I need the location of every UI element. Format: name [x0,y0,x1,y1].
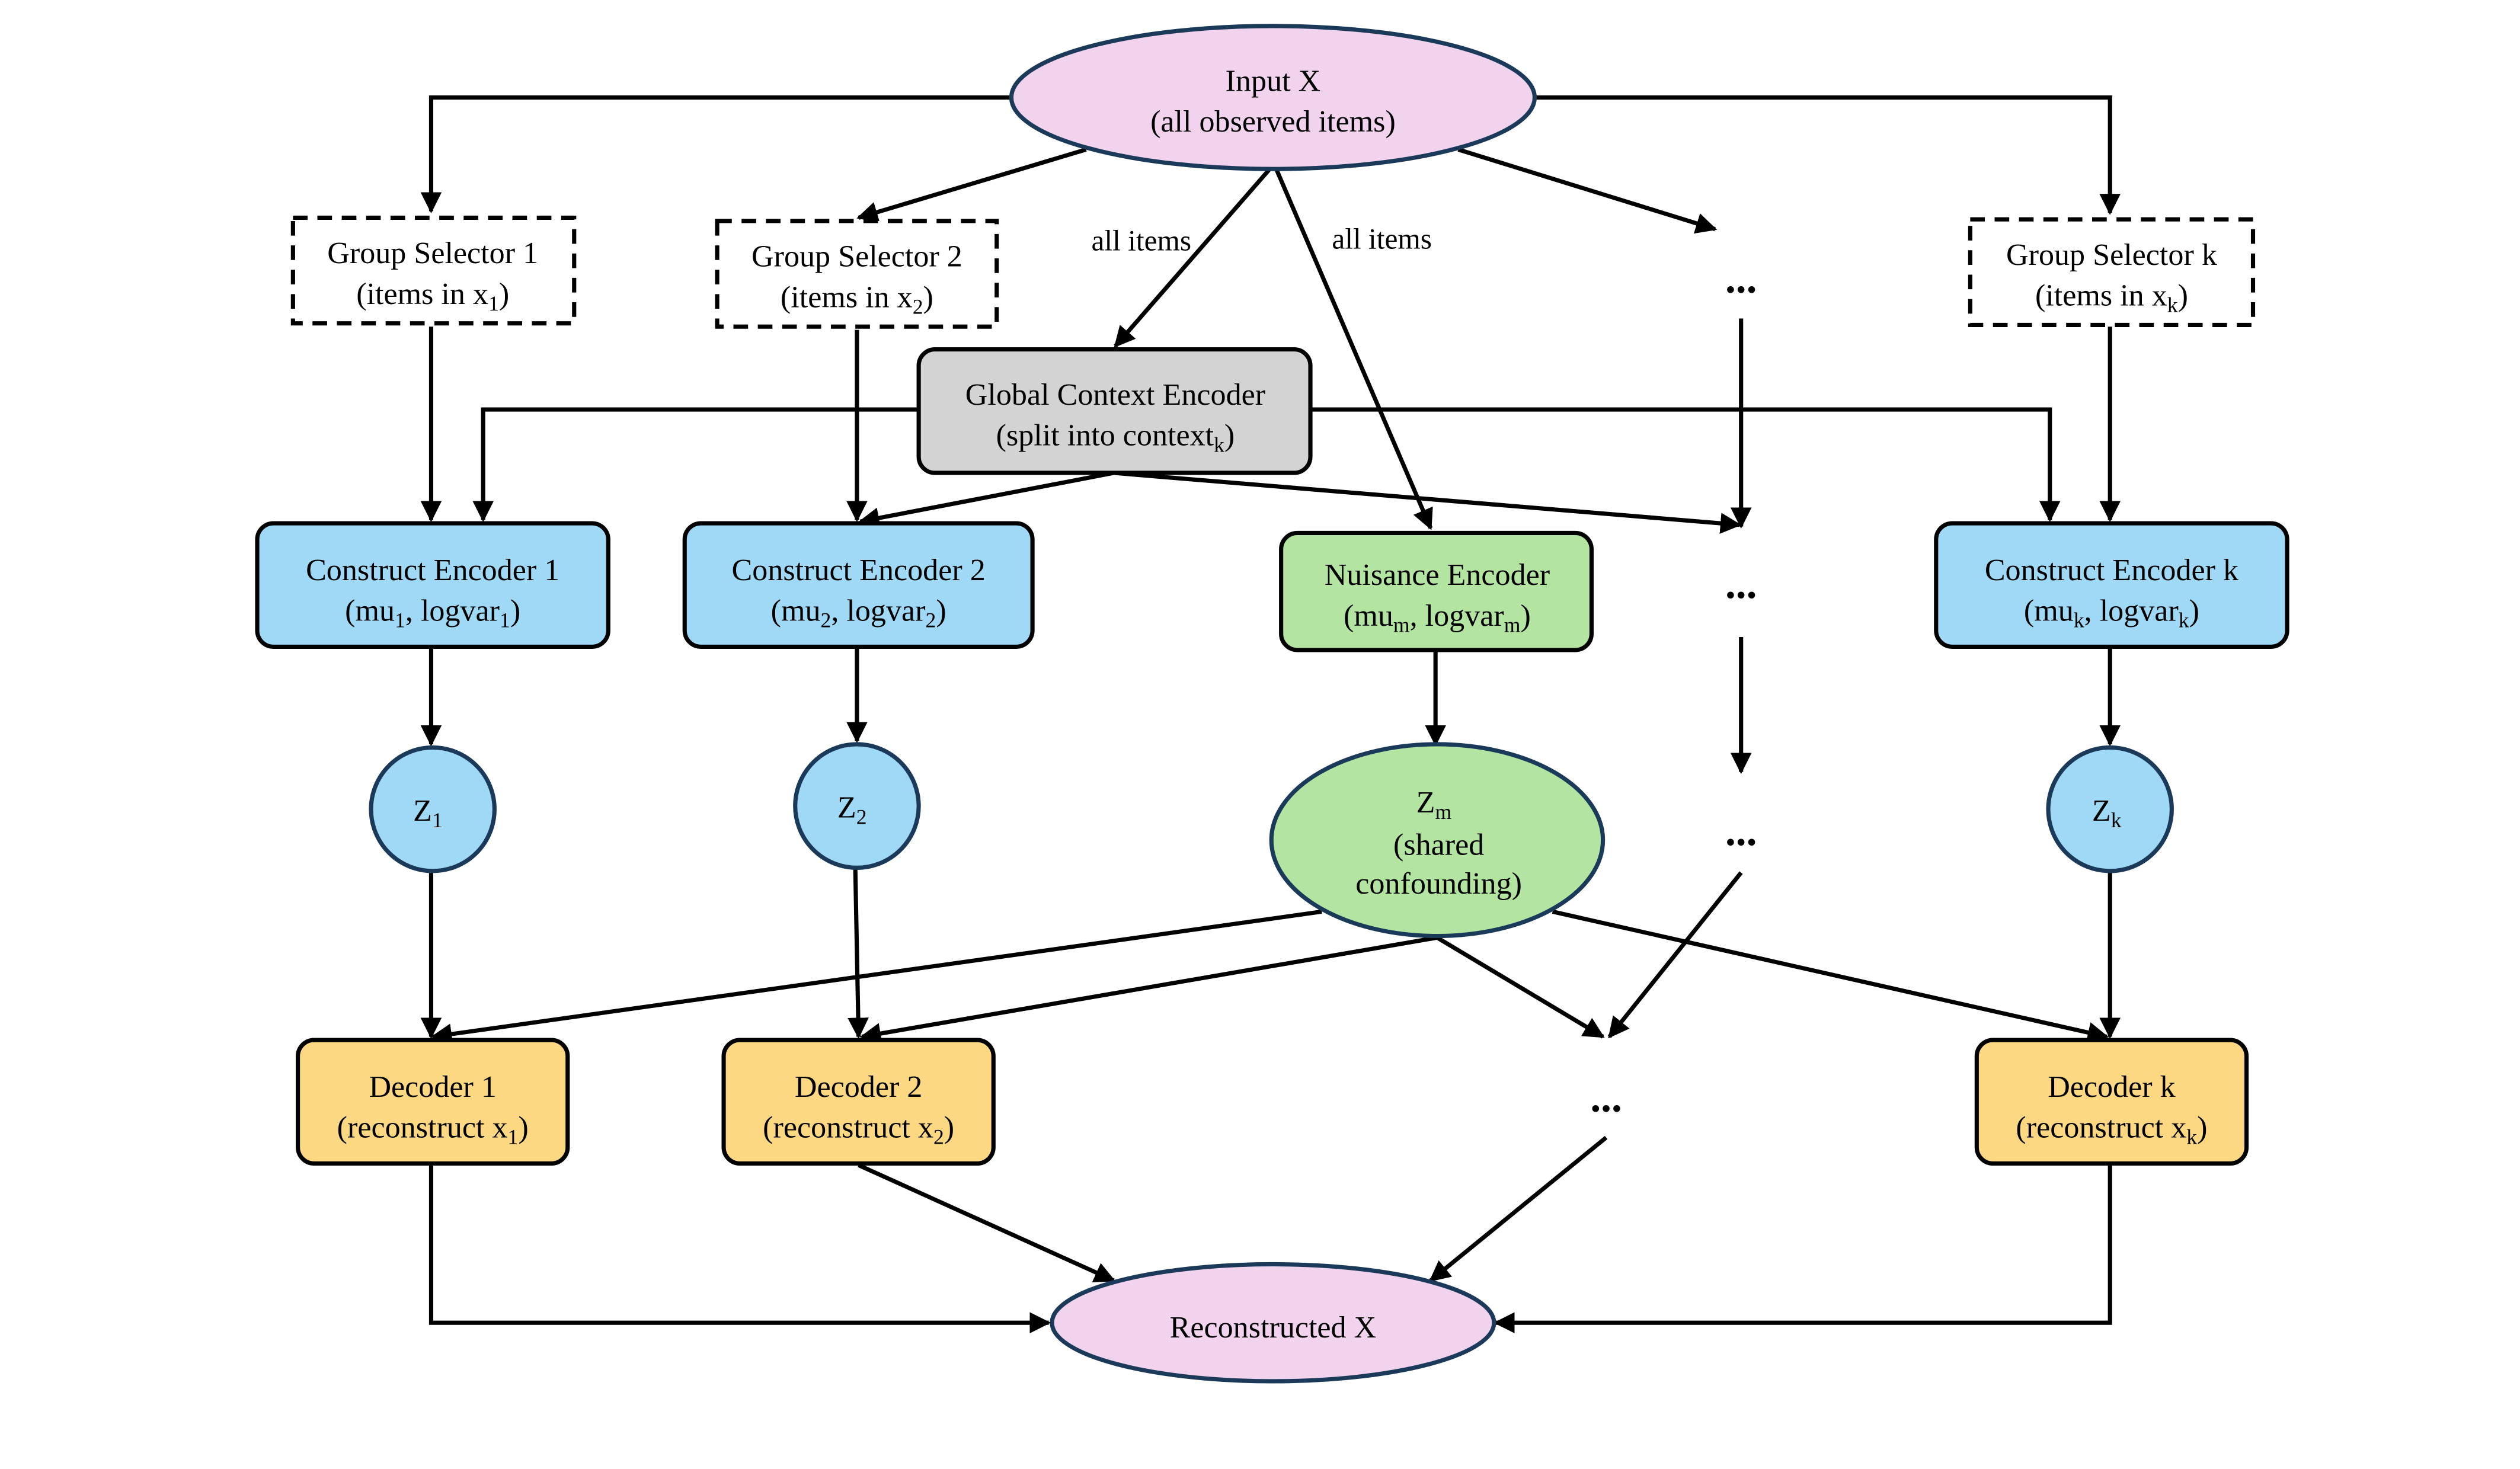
nuisance-params: (mum, logvarm) [1344,599,1531,637]
decoder-2-title: Decoder 2 [795,1070,923,1104]
latent-z1: Z1 [369,745,497,873]
edge-zm-to-decoder-1 [430,909,1322,1045]
input-node: Input X (all observed items) [1009,24,1537,171]
svg-text:Z2: Z2 [837,790,867,828]
latent-zm: Zm (shared confounding) [1269,742,1606,939]
edge-input-to-ellipsis [1457,147,1718,234]
edge-global-to-encoder-k [1312,407,2061,523]
decoder-2: Decoder 2 (reconstruct x2) [721,1038,996,1166]
decoder-1-subtitle: (reconstruct x1) [337,1111,529,1149]
construct-encoder-1: Construct Encoder 1 (mu1, logvar1) [255,521,610,649]
encoder-2-params: (mu2, logvar2) [771,594,946,632]
ellipsis-latents: ... [1725,808,1757,854]
ellipsis-decoders: ... [1590,1074,1622,1121]
group-selector-2: Group Selector 2 (items in x2) [715,219,999,329]
selector-2-title: Group Selector 2 [751,240,962,274]
input-subtitle: (all observed items) [1150,105,1396,139]
svg-text:Z1: Z1 [413,794,443,832]
edge-ellipsis-to-ellipsis-3 [1607,871,1743,1039]
edge-global-to-ellipsis [1113,471,1742,534]
output-title: Reconstructed X [1170,1311,1377,1345]
edge-zm-to-decoder-2 [859,935,1438,1044]
latent-zk: Zk [2046,745,2174,873]
decoder-k: Decoder k (reconstruct xk) [1974,1038,2249,1166]
edge-input-to-selector-2 [856,147,1087,223]
construct-encoder-2: Construct Encoder 2 (mu2, logvar2) [682,521,1035,649]
selector-2-subtitle: (items in x2) [781,280,933,318]
ellipsis-selectors: ... [1725,255,1757,302]
svg-text:(shared: (shared [1393,828,1484,862]
edge-input-to-nuisance [1274,168,1433,530]
edge-label-left: all items [1092,224,1192,257]
decoder-k-title: Decoder k [2048,1070,2176,1104]
ellipsis-encoders: ... [1725,561,1757,607]
selector-k-subtitle: (items in xk) [2035,279,2188,317]
encoder-k-title: Construct Encoder k [1985,553,2239,587]
decoder-1: Decoder 1 (reconstruct x1) [296,1038,570,1166]
nuisance-encoder: Nuisance Encoder (mum, logvarm) [1279,530,1594,652]
encoder-2-title: Construct Encoder 2 [732,553,986,587]
edge-zm-to-ellipsis [1436,936,1605,1039]
nuisance-title: Nuisance Encoder [1325,558,1550,592]
encoder-k-params: (muk, logvark) [2024,594,2199,632]
edge-decoder-k-to-output [1494,1165,2112,1334]
global-title: Global Context Encoder [965,378,1265,412]
edge-zm-to-decoder-k [1552,909,2109,1043]
group-selector-k: Group Selector k (items in xk) [1968,217,2256,328]
output-node: Reconstructed X [1050,1262,1496,1384]
construct-encoder-k: Construct Encoder k (muk, logvark) [1934,521,2289,649]
edge-global-to-encoder-2 [858,471,1114,529]
selector-k-title: Group Selector k [2006,238,2218,272]
edges [420,95,2121,1334]
edge-ellipsis-to-output [1429,1135,1608,1282]
selector-1-subtitle: (items in x1) [356,277,509,315]
edge-input-to-selector-k [1536,95,2121,215]
svg-text:Zk: Zk [2092,794,2122,832]
decoder-k-subtitle: (reconstruct xk) [2016,1111,2207,1149]
edge-input-to-global [1114,167,1272,348]
edge-label-right: all items [1332,223,1432,255]
input-title: Input X [1226,65,1321,98]
encoder-1-title: Construct Encoder 1 [306,553,559,587]
decoder-2-subtitle: (reconstruct x2) [763,1111,954,1149]
svg-text:confounding): confounding) [1355,867,1522,901]
edge-decoder-1-to-output [428,1165,1051,1334]
edge-decoder-2-to-output [858,1163,1116,1283]
edge-z2-to-decoder-2 [848,869,869,1039]
encoder-1-params: (mu1, logvar1) [345,594,520,632]
edge-input-to-selector-1 [420,95,1012,214]
selector-1-title: Group Selector 1 [327,236,538,270]
decoder-1-title: Decoder 1 [369,1070,497,1104]
svg-text:Zm: Zm [1416,786,1452,824]
latent-z2: Z2 [793,742,921,870]
global-context-encoder: Global Context Encoder (split into conte… [916,347,1313,475]
group-selector-1: Group Selector 1 (items in x1) [290,215,577,326]
edge-global-to-encoder-1 [472,407,919,523]
global-subtitle: (split into contextk) [996,418,1235,456]
